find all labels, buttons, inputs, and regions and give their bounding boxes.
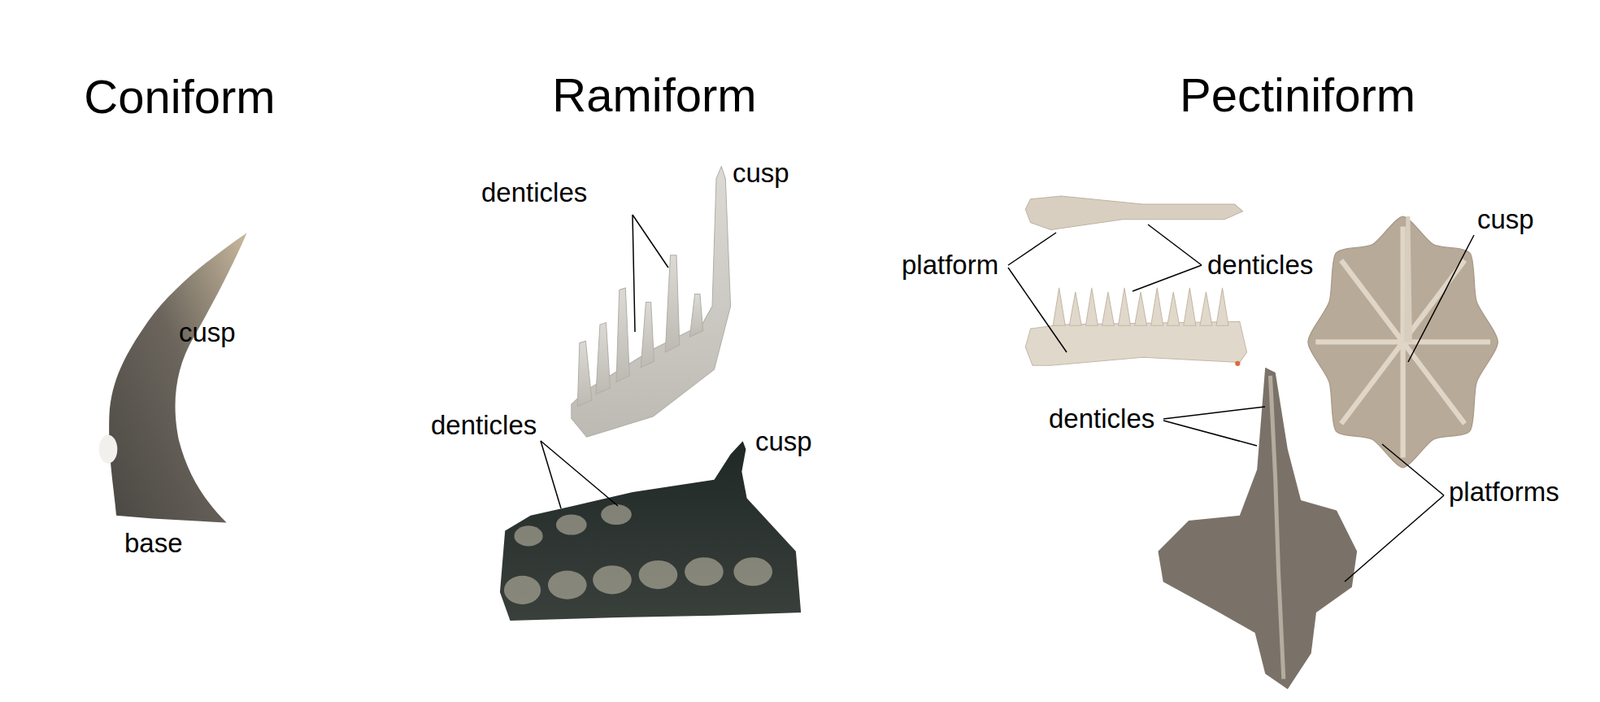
pectiniform-element-cross: [1157, 367, 1357, 689]
part-label: platforms: [1448, 477, 1560, 507]
leader-lines: [540, 214, 1474, 582]
category-heading: Pectiniform: [1179, 69, 1416, 122]
part-label: denticles: [1207, 250, 1314, 280]
part-label: denticles: [481, 178, 587, 208]
part-label: cusp: [732, 158, 790, 188]
part-label: platform: [901, 250, 999, 280]
category-heading: Ramiform: [552, 69, 757, 122]
part-label: cusp: [178, 317, 236, 348]
ramiform-element: [571, 166, 731, 438]
part-label: cusp: [755, 426, 813, 457]
part-label: denticles: [1048, 404, 1155, 434]
ramiform-element-dark: [500, 440, 801, 621]
category-heading: Coniform: [83, 70, 275, 123]
part-label: cusp: [1477, 204, 1535, 235]
coniform-element: [108, 232, 248, 522]
part-label: denticles: [430, 410, 537, 440]
part-label: base: [124, 528, 183, 558]
coniform-highlight: [99, 434, 118, 464]
pectiniform-element-star: [1308, 216, 1498, 468]
pectiniform-element: [1025, 195, 1243, 230]
pectiniform-element-blade: [1025, 287, 1247, 366]
